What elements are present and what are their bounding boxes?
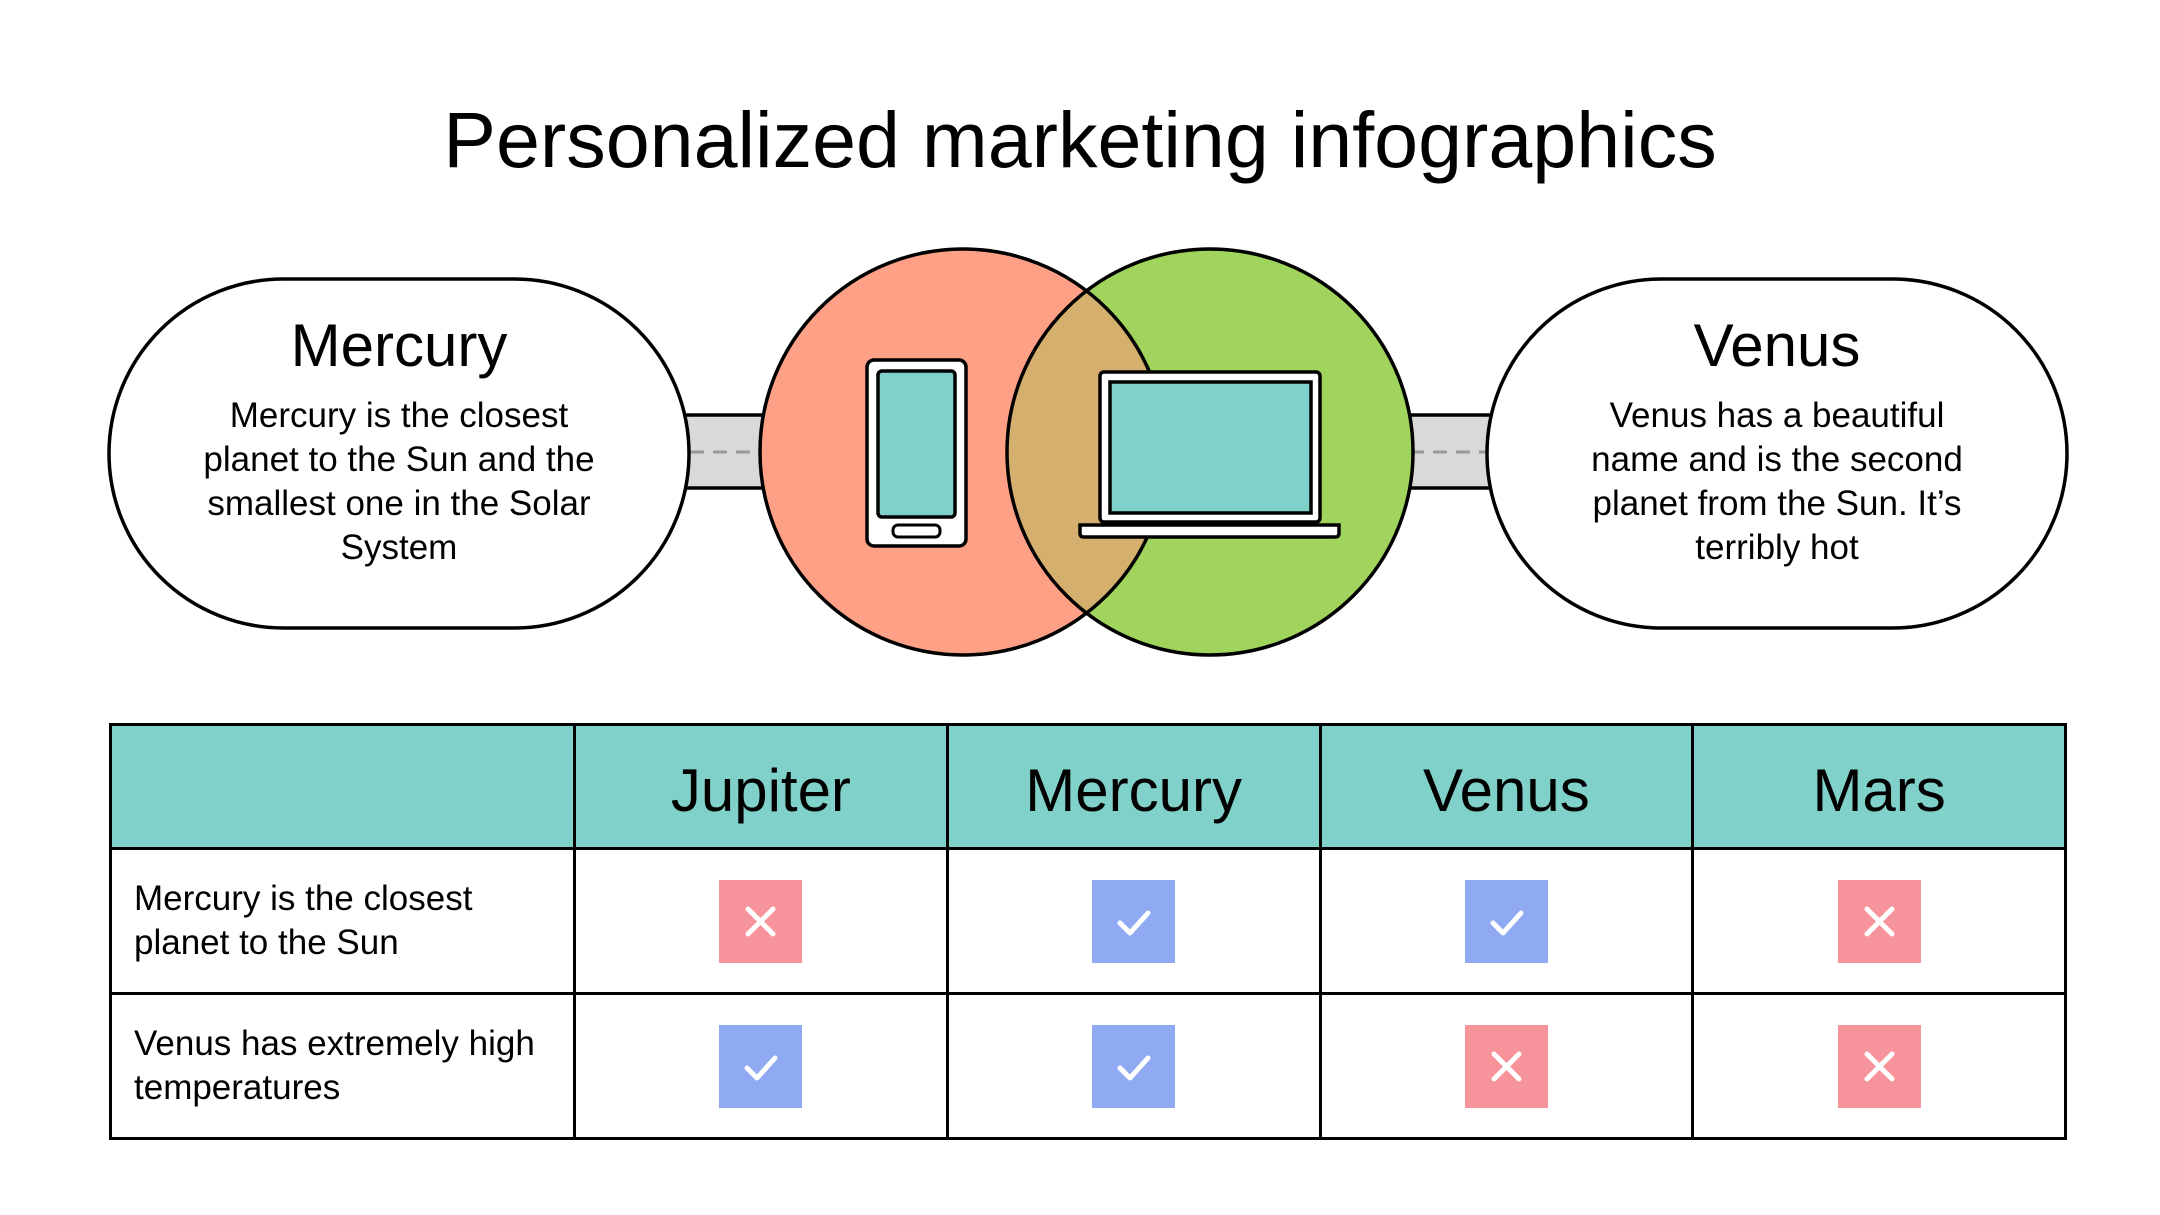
check-mark [1092,879,1176,963]
smartphone-icon [865,358,968,548]
right-card-title: Venus [1693,312,1861,379]
table-cell [945,992,1322,1140]
left-card-description: Mercury is the closest planet to the Sun… [203,396,595,567]
column-header: Mars [1691,723,2067,850]
check-icon [1117,1055,1151,1080]
cross-icon [1864,1051,1895,1081]
table-cell [1691,847,2067,995]
circle-overlap [1007,249,1166,655]
cross-icon [745,906,776,936]
right-card-description: Venus has a beautiful name and is the se… [1591,396,1963,567]
table-cell [573,847,949,995]
laptop-icon [1078,370,1341,539]
row-label: Venus has extremely high temperatures [109,992,576,1140]
right-card-content: Venus Venus has a beautiful name and is … [1577,312,1977,570]
left-card-content: Mercury Mercury is the closest planet to… [199,312,599,570]
check-icon [1117,910,1151,935]
left-card [107,277,691,630]
cross-icon [1864,906,1895,936]
column-header: Mercury [945,723,1322,850]
page-title: Personalized marketing infographics [443,95,1717,184]
check-mark [1092,1024,1176,1108]
table-row: Venus has extremely high temperatures [109,992,2067,1140]
cross-mark [1837,1024,1921,1108]
table-cell [1318,847,1695,995]
right-card [1485,277,2069,630]
left-card-title: Mercury [290,312,508,379]
cross-mark [1464,1024,1548,1108]
venn-diagram [107,247,2069,657]
column-header: Jupiter [573,723,949,850]
check-icon [1490,910,1524,935]
table-cell [1691,992,2067,1140]
comparison-table: Jupiter Mercury Venus Mars Mercury is th… [109,723,2067,1140]
cross-icon [1491,1051,1522,1081]
cross-mark [719,879,803,963]
check-mark [1464,879,1548,963]
column-header: Venus [1318,723,1695,850]
table-row: Mercury is the closest planet to the Sun [109,847,2067,995]
cross-mark [1837,879,1921,963]
table-cell [1318,992,1695,1140]
table-cell [945,847,1322,995]
table-cell [573,992,949,1140]
row-label: Mercury is the closest planet to the Sun [109,847,576,995]
table-header-row: Jupiter Mercury Venus Mars [109,723,2067,850]
check-mark [719,1024,803,1108]
column-header [109,723,576,850]
check-icon [744,1055,778,1080]
